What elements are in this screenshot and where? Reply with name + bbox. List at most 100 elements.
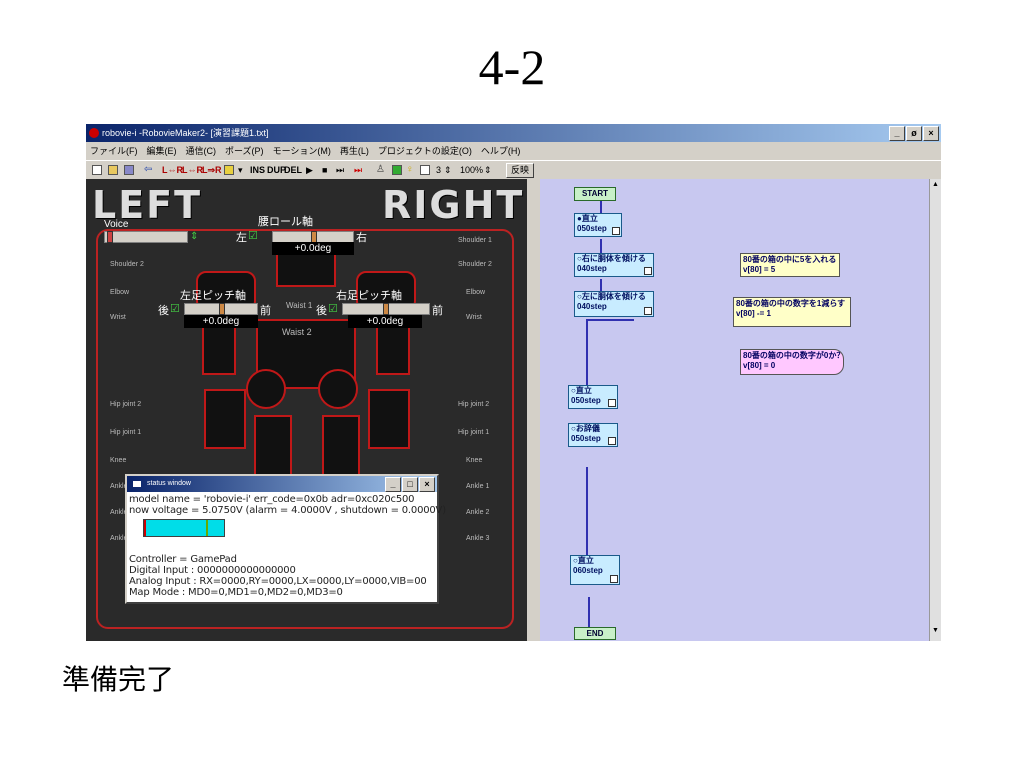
menu-pose[interactable]: ポーズ(P) [225, 146, 264, 156]
voice-label: Voice [104, 219, 129, 230]
right-pitch-value: +0.0deg [348, 315, 422, 328]
map-mode-line: Map Mode : MD0=0,MD1=0,MD2=0,MD3=0 [129, 587, 343, 598]
swap-lr-button[interactable]: L⇔R [182, 165, 203, 175]
lightbulb-icon[interactable]: ♀ [406, 164, 414, 175]
node-step: 040step [577, 264, 607, 273]
duplicate-button[interactable]: DUP [267, 165, 287, 175]
node-label: ○左に胴体を傾ける [577, 292, 646, 301]
flow-panel: START ●直立 050step ○右に胴体を傾ける 040step ○左に胴… [540, 179, 929, 641]
waist-left-check-icon[interactable]: ☑ [248, 230, 258, 242]
node-mini-icon[interactable] [608, 399, 616, 407]
app-window: robovie-i -RobovieMaker2- [演習課題1.txt] _ … [86, 124, 941, 641]
toolbar: ⇦ L⇔R L⇔R L⇒R ▾ INS DUP DEL ▶ ■ ⏭ ⏭ ♙ ♀ … [86, 160, 941, 180]
right-knee-label: Knee [466, 457, 483, 464]
mirror-lr-button[interactable]: L⇔R [162, 165, 183, 175]
menu-help[interactable]: ヘルプ(H) [480, 146, 521, 156]
robot-frame [96, 229, 514, 629]
save-icon[interactable] [124, 165, 134, 175]
connector [588, 597, 590, 627]
memo-decrement-var[interactable]: 80番の箱の中の数字を1減らす v[80] -= 1 [733, 297, 851, 327]
voice-slider[interactable] [104, 231, 188, 243]
scroll-up-icon[interactable]: ▲ [932, 181, 939, 188]
right-arm-part [376, 325, 410, 375]
flow-node[interactable]: ●直立 050step [574, 213, 622, 237]
menu-comm[interactable]: 通信(C) [185, 146, 217, 156]
flow-node[interactable]: ○直立 060step [570, 555, 620, 585]
dropdown-icon[interactable]: ▾ [238, 165, 243, 175]
left-hipjoint2-label: Hip joint 2 [110, 401, 142, 408]
app-icon [89, 128, 99, 138]
stop-icon[interactable]: ■ [322, 165, 328, 175]
minimize-button[interactable]: _ [889, 126, 905, 141]
chart-icon[interactable] [420, 165, 430, 175]
node-label: ○直立 [571, 386, 592, 395]
insert-button[interactable]: INS [250, 165, 266, 175]
close-button[interactable]: × [923, 126, 939, 141]
flow-node[interactable]: ○お辞儀 050step [568, 423, 618, 447]
node-mini-icon[interactable] [612, 227, 620, 235]
back-arrow-icon[interactable]: ⇦ [144, 164, 153, 175]
left-word: LEFT [92, 183, 203, 227]
robot-icon[interactable]: ♙ [376, 164, 385, 175]
left-ankle1-label: Ankle 1 [110, 483, 134, 490]
status-title-bar: status window _ □ × [127, 476, 437, 492]
left-wrist-label: Wrist [110, 314, 126, 321]
memo-set-var[interactable]: 80番の箱の中に5を入れる v[80] = 5 [740, 253, 840, 277]
left-elbow-label: Elbow [110, 289, 130, 296]
spin-arrows-icon[interactable]: ⇕ [444, 165, 452, 175]
spin-value[interactable]: 3 [436, 165, 442, 175]
memo-check-zero[interactable]: 80番の箱の中の数字が0か？ v[80] = 0 [740, 349, 844, 375]
menu-motion[interactable]: モーション(M) [272, 146, 331, 156]
status-close-button[interactable]: × [419, 477, 435, 492]
waist-left-label: 左 [236, 232, 247, 244]
left-pitch-value: +0.0deg [184, 315, 258, 328]
flow-node[interactable]: ○右に胴体を傾ける 040step [574, 253, 654, 277]
play-icon[interactable]: ▶ [306, 165, 313, 175]
left-pitch-check-icon[interactable]: ☑ [170, 303, 180, 315]
voltage-bar [143, 519, 225, 537]
flow-node[interactable]: ○左に胴体を傾ける 040step [574, 291, 654, 317]
fast-forward-icon[interactable]: ⏭ [354, 165, 363, 175]
left-pitch-slider[interactable] [184, 303, 258, 315]
panel-splitter[interactable] [527, 179, 540, 641]
apply-button[interactable]: 反映 [506, 163, 535, 178]
right-pitch-thumb[interactable] [383, 303, 389, 315]
copy-lr-button[interactable]: L⇒R [202, 165, 222, 175]
maximize-button[interactable]: ø [906, 126, 922, 141]
node-mini-icon[interactable] [608, 437, 616, 445]
menu-file[interactable]: ファイル(F) [90, 146, 138, 156]
right-pitch-check-icon[interactable]: ☑ [328, 303, 338, 315]
vertical-scrollbar[interactable]: ▲ ▼ [929, 179, 941, 641]
node-mini-icon[interactable] [610, 575, 618, 583]
right-pitch-front-label: 前 [432, 305, 443, 317]
voice-spin-icon[interactable]: ⇕ [190, 231, 199, 242]
node-mini-icon[interactable] [644, 307, 652, 315]
voice-slider-thumb[interactable] [107, 231, 113, 243]
new-file-icon[interactable] [92, 165, 102, 175]
status-minimize-button[interactable]: _ [385, 477, 401, 492]
zoom-value[interactable]: 100% [460, 165, 484, 175]
status-maximize-button[interactable]: □ [402, 477, 418, 492]
flow-end[interactable]: END [574, 627, 616, 640]
menu-edit[interactable]: 編集(E) [146, 146, 177, 156]
green-square-icon[interactable] [392, 165, 402, 175]
node-label: ○お辞儀 [571, 424, 600, 433]
menu-project[interactable]: プロジェクトの設定(O) [377, 146, 472, 156]
menu-play[interactable]: 再生(L) [339, 146, 369, 156]
voltage-alarm-mark [206, 520, 208, 536]
left-pitch-thumb[interactable] [219, 303, 225, 315]
waist2-label: Waist 2 [282, 327, 312, 337]
step-icon[interactable]: ⏭ [336, 165, 345, 175]
voltage-line: now voltage = 5.0750V (alarm = 4.0000V ,… [129, 505, 446, 516]
pose-icon[interactable] [224, 165, 234, 175]
zoom-arrows-icon[interactable]: ⇕ [484, 165, 492, 175]
node-mini-icon[interactable] [644, 267, 652, 275]
right-ankle3-label: Ankle 3 [466, 535, 490, 542]
status-window-title: status window [147, 480, 191, 487]
flow-node[interactable]: ○直立 050step [568, 385, 618, 409]
scroll-down-icon[interactable]: ▼ [932, 627, 939, 634]
flow-start[interactable]: START [574, 187, 616, 201]
delete-button[interactable]: DEL [284, 165, 302, 175]
open-folder-icon[interactable] [108, 165, 118, 175]
right-pitch-slider[interactable] [342, 303, 430, 315]
